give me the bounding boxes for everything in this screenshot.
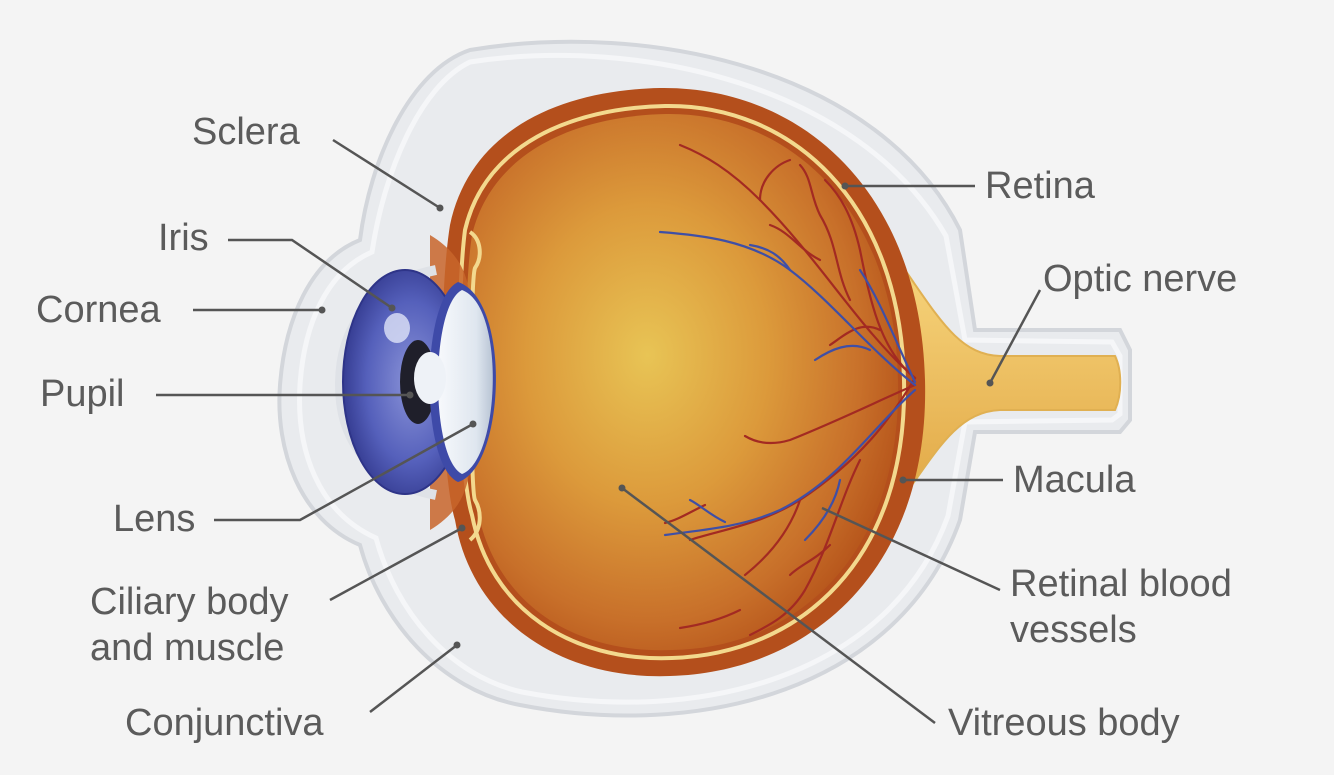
sclera-leader (332, 138, 441, 210)
label-sclera: Sclera (192, 111, 300, 153)
optic-nerve-leader (988, 289, 1042, 384)
label-optic-nerve: Optic nerve (1043, 258, 1238, 300)
lens-leader (214, 422, 474, 522)
retinal-vessels (658, 143, 917, 637)
label-pupil: Pupil (40, 373, 125, 415)
label-cornea: Cornea (36, 289, 161, 331)
ciliary-body-leader (329, 526, 463, 602)
label-lens: Lens (113, 498, 196, 540)
iris-leader (228, 238, 393, 310)
label-ciliary-body-line2: and muscle (90, 627, 285, 669)
label-iris: Iris (158, 217, 209, 259)
label-retinal-vessels-line1: Retinal blood (1010, 563, 1232, 605)
vitreous-body-leader (621, 487, 936, 724)
leader-dots (318, 182, 994, 649)
lens-shape (414, 282, 496, 482)
eyeball-interior (430, 87, 926, 677)
optic-nerve-shape (904, 266, 1122, 499)
conjunctiva-leader (369, 644, 458, 713)
label-retinal-vessels-line2: vessels (1010, 609, 1137, 651)
label-conjunctiva: Conjunctiva (125, 702, 324, 744)
label-ciliary-body-line1: Ciliary body (90, 581, 289, 623)
label-retina: Retina (985, 165, 1095, 207)
label-macula: Macula (1013, 459, 1136, 501)
label-vitreous-body: Vitreous body (948, 702, 1180, 744)
leader-lines (156, 138, 1042, 724)
retinal-vessels-leader (821, 506, 1001, 592)
